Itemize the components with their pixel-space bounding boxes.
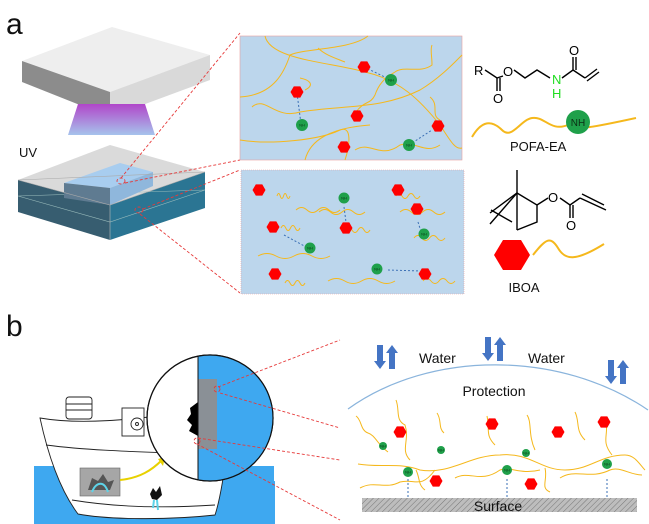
nh-bead-label: NH: [523, 451, 529, 456]
coating-hexagons: [393, 416, 611, 490]
uv-lamp: [22, 27, 210, 117]
nh-bead: [522, 449, 530, 457]
pofa-ea-label: POFA-EA: [510, 139, 567, 154]
water-label-right: Water: [528, 350, 565, 366]
iboa-hexagon: [393, 426, 407, 438]
atom-o: O: [569, 43, 579, 58]
damage-patch: [79, 467, 121, 497]
nh-bead-label: NH: [341, 196, 347, 201]
surface-label: Surface: [474, 498, 522, 514]
sample-mold: [17, 145, 206, 240]
network-nh-beads: NH NH NH: [296, 74, 415, 151]
water-label-left: Water: [419, 350, 456, 366]
network-zoom-box: [239, 35, 463, 161]
nh-bead: [385, 74, 397, 86]
iboa-hexagon: [551, 426, 565, 438]
chains-nh-beads: NH NH NH NH: [304, 192, 430, 275]
iboa-structure: [489, 170, 607, 231]
nh-bead: [602, 459, 612, 469]
iboa-hexagon: [337, 141, 351, 153]
uv-label: UV: [19, 145, 37, 160]
atom-n: N: [552, 72, 561, 87]
nh-bead-label: NH: [421, 232, 427, 237]
atom-r: R: [474, 63, 483, 78]
iboa-hexagon: [339, 222, 353, 234]
nh-bead: [502, 465, 512, 475]
nh-bead-label: NH: [307, 246, 313, 251]
nh-bead: [338, 192, 350, 204]
nh-bead: [418, 228, 430, 240]
protection-label: Protection: [462, 383, 525, 399]
nh-bead: [403, 139, 415, 151]
surface-hbonds: [407, 479, 608, 498]
pofa-ea-structure: [484, 57, 600, 91]
protection-arc: [347, 364, 649, 411]
arrow-down-icon: [374, 345, 386, 369]
surface-substrate: [362, 498, 637, 512]
nh-bead-label: NH: [405, 470, 411, 475]
panel-label-a: a: [6, 8, 23, 41]
uv-beam: [68, 104, 155, 135]
nh-bead: [379, 442, 387, 450]
water-arrows: [374, 337, 629, 384]
nh-bead: [437, 446, 445, 454]
iboa-hexagon: [350, 110, 364, 122]
coating-chains: [355, 399, 646, 493]
nh-bead: [304, 242, 316, 254]
nh-bead-label: NH: [380, 444, 386, 449]
iboa-hexagon: [268, 268, 282, 280]
nh-bead-label: NH: [374, 267, 380, 272]
atom-o: O: [503, 64, 513, 79]
hull-hole: [150, 486, 162, 511]
pofa-ea-atoms: R O O O N H: [474, 43, 579, 106]
iboa-hexagon: [431, 120, 445, 132]
iboa-hexagon: [290, 86, 304, 98]
iboa-atoms: O O: [548, 190, 576, 233]
coating-nh-beads: NH NH NH NH NH NH: [379, 442, 612, 477]
nh-bead-label: NH: [504, 468, 510, 473]
nh-bead-label: NH: [571, 118, 585, 129]
iboa-label: IBOA: [508, 280, 539, 295]
atom-o: O: [493, 91, 503, 106]
panel-label-b: b: [6, 310, 23, 343]
nh-bead-label: NH: [604, 462, 610, 467]
network-hexagons: [290, 61, 445, 153]
iboa-hexagon: [252, 184, 266, 196]
arrow-down-icon: [482, 337, 494, 361]
nh-bead-label: NH: [388, 78, 394, 83]
iboa-hexagon: [357, 61, 371, 73]
zoom-lines-a: [116, 32, 241, 294]
nh-bead: [371, 263, 383, 275]
atom-o: O: [566, 218, 576, 233]
atom-h: H: [552, 86, 561, 101]
nh-bead-label: NH: [438, 448, 444, 453]
iboa-hexagon: [410, 203, 424, 215]
iboa-bead-chain: [494, 239, 605, 270]
iboa-hexagon: [524, 478, 538, 490]
arrow-up-icon: [386, 345, 398, 369]
iboa-hexagon: [391, 184, 405, 196]
arrow-down-icon: [605, 360, 617, 384]
iboa-hexagon: [597, 416, 611, 428]
nh-bead: [403, 467, 413, 477]
arrow-up-icon: [617, 360, 629, 384]
iboa-hexagon: [485, 418, 499, 430]
atom-o: O: [548, 190, 558, 205]
callout-arrow: [119, 459, 163, 481]
chains-hexagons: [252, 184, 432, 280]
iboa-hexagon: [266, 221, 280, 233]
pofa-ea-bead-chain: NH: [471, 110, 637, 138]
iboa-hexagon: [429, 475, 443, 487]
iboa-hexagon: [418, 268, 432, 280]
arrow-up-icon: [494, 337, 506, 361]
nh-bead: [296, 119, 308, 131]
nh-bead-label: NH: [299, 123, 305, 128]
zoom-lines-b: [193, 339, 341, 521]
nh-bead-label: NH: [406, 143, 412, 148]
